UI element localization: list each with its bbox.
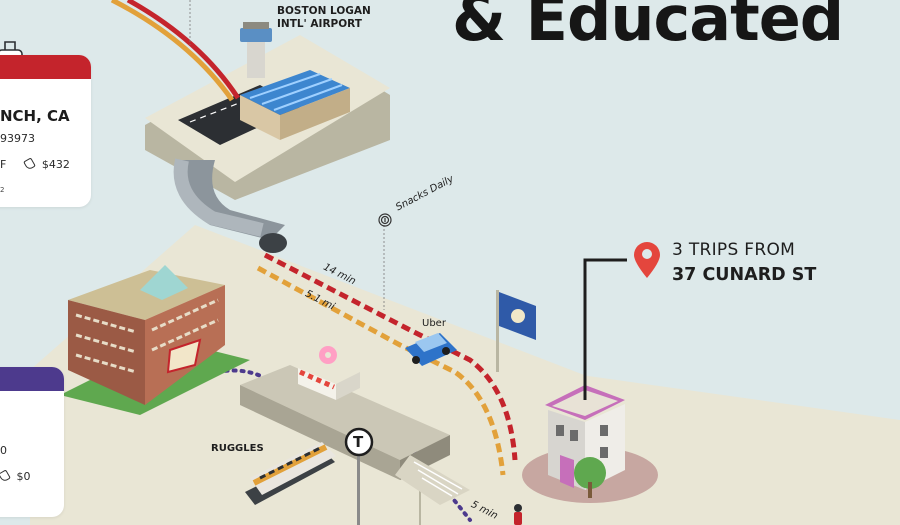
donut-shop (298, 346, 360, 400)
map-pin-icon (634, 242, 660, 278)
card-price: $0 (16, 470, 31, 483)
t-sign-label: T (353, 433, 364, 451)
callout-leader (583, 258, 627, 400)
pedestrian (514, 504, 522, 525)
tag-icon (0, 469, 11, 483)
airport-label-line2: INTL' AIRPORT (277, 18, 362, 30)
tunnel (173, 158, 287, 253)
fingerprint-icon (378, 213, 392, 227)
airport-label: BOSTON LOGAN INTL' AIRPORT (277, 5, 371, 31)
card-stat-row: F $432 (0, 157, 70, 171)
page-heading: & Educated (452, 0, 844, 55)
trips-count: 3 TRIPS FROM (672, 240, 796, 260)
townhouse (522, 385, 658, 503)
card-stat-prefix: F (0, 158, 7, 171)
trips-address: 37 CUNARD ST (672, 265, 817, 285)
card-header-band (0, 367, 64, 391)
trips-callout: 3 TRIPS FROM 37 CUNARD ST (672, 238, 816, 288)
uber-car (405, 333, 457, 366)
flag (496, 290, 536, 372)
t-sign-post (344, 427, 374, 525)
card-stat-row: $0 (0, 469, 31, 483)
card-code: 93973 (0, 132, 35, 145)
card-header-band (0, 55, 91, 79)
tag-icon (23, 157, 37, 171)
card-price: $432 (41, 158, 70, 171)
school-building (60, 265, 250, 415)
flight-paths (110, 0, 241, 102)
card-note: 2 (0, 186, 5, 194)
control-tower (240, 22, 272, 78)
uber-label: Uber (422, 318, 446, 329)
ruggles-label: RUGGLES (211, 443, 264, 454)
card-stat-prefix: 0 (0, 444, 7, 457)
terminal-building (240, 70, 350, 140)
airport-label-line1: BOSTON LOGAN (277, 5, 371, 17)
car-route (256, 252, 518, 476)
destination-card-top: NCH, CA 93973 F $432 2 (0, 55, 91, 207)
train (245, 442, 336, 505)
destination-card-bottom: 0 $0 (0, 367, 64, 517)
card-title: NCH, CA (0, 107, 70, 125)
